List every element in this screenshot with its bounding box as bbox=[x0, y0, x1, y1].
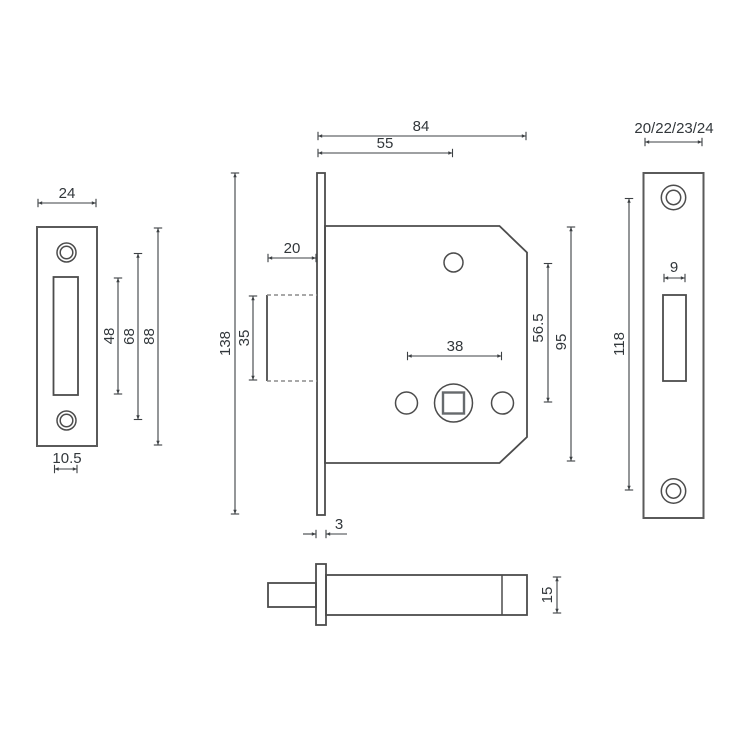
case-top-hole bbox=[443, 252, 464, 273]
dim-label-backset: 55 bbox=[377, 135, 394, 152]
dim-label-forend-width-options: 20/22/23/24 bbox=[634, 120, 713, 137]
strike-screw-hole-top-outer bbox=[56, 242, 77, 263]
forend-screw-hole-bottom-outer bbox=[660, 478, 687, 504]
dim-label-strike-cutout-height: 48 bbox=[101, 328, 118, 345]
faceplate-strip bbox=[316, 172, 326, 516]
case-right-hole bbox=[490, 391, 515, 415]
dim-label-strike-cutout-width: 10.5 bbox=[52, 450, 81, 467]
dim-label-case-height: 95 bbox=[553, 334, 570, 351]
forend-screw-hole-top-inner bbox=[665, 189, 682, 206]
strike-screw-hole-bottom-inner bbox=[59, 413, 74, 428]
dim-label-case-thickness: 15 bbox=[539, 587, 556, 604]
forend-screw-hole-top-outer bbox=[660, 184, 687, 211]
forend-plate-view: 20/22/23/24 9 118 bbox=[611, 120, 714, 519]
lock-case-outline bbox=[324, 225, 528, 464]
case-left-hole bbox=[394, 391, 419, 415]
strike-cutout bbox=[52, 276, 79, 396]
spindle-square-hole bbox=[441, 391, 466, 415]
dim-label-bolt-projection: 20 bbox=[284, 240, 301, 257]
dim-label-faceplate-thickness: 3 bbox=[335, 516, 343, 533]
dim-label-faceplate-height: 138 bbox=[217, 331, 234, 356]
dim-label-forend-hole-centers: 118 bbox=[611, 332, 628, 356]
strike-plate-outline bbox=[36, 226, 98, 447]
forend-screw-hole-bottom-inner bbox=[665, 483, 682, 499]
dim-label-forend-cutout-width: 9 bbox=[670, 259, 678, 276]
strike-plate-view: 24 10.5 48 68 88 bbox=[36, 185, 163, 474]
forend-outline bbox=[642, 172, 705, 519]
side-faceplate bbox=[315, 563, 327, 626]
dim-label-strike-height: 88 bbox=[141, 328, 158, 345]
strike-screw-hole-bottom-outer bbox=[56, 410, 77, 431]
side-bolt bbox=[267, 582, 317, 608]
dim-label-case-depth: 84 bbox=[413, 118, 430, 135]
strike-screw-hole-top-inner bbox=[59, 245, 74, 260]
spindle-follower-circle bbox=[433, 383, 474, 423]
dim-label-hole-spacing: 38 bbox=[447, 338, 464, 355]
dim-label-strike-width: 24 bbox=[59, 185, 76, 202]
dim-label-bolt-height: 35 bbox=[236, 330, 253, 347]
forend-cutout bbox=[662, 294, 687, 382]
side-case-body bbox=[325, 574, 528, 616]
lock-case-view: 84 55 20 35 38 56.5 95 138 3 bbox=[217, 118, 576, 539]
dim-label-top-hole-offset: 56.5 bbox=[530, 313, 547, 342]
side-profile-view: 15 bbox=[267, 563, 562, 626]
dim-label-strike-hole-centers: 68 bbox=[121, 328, 138, 345]
